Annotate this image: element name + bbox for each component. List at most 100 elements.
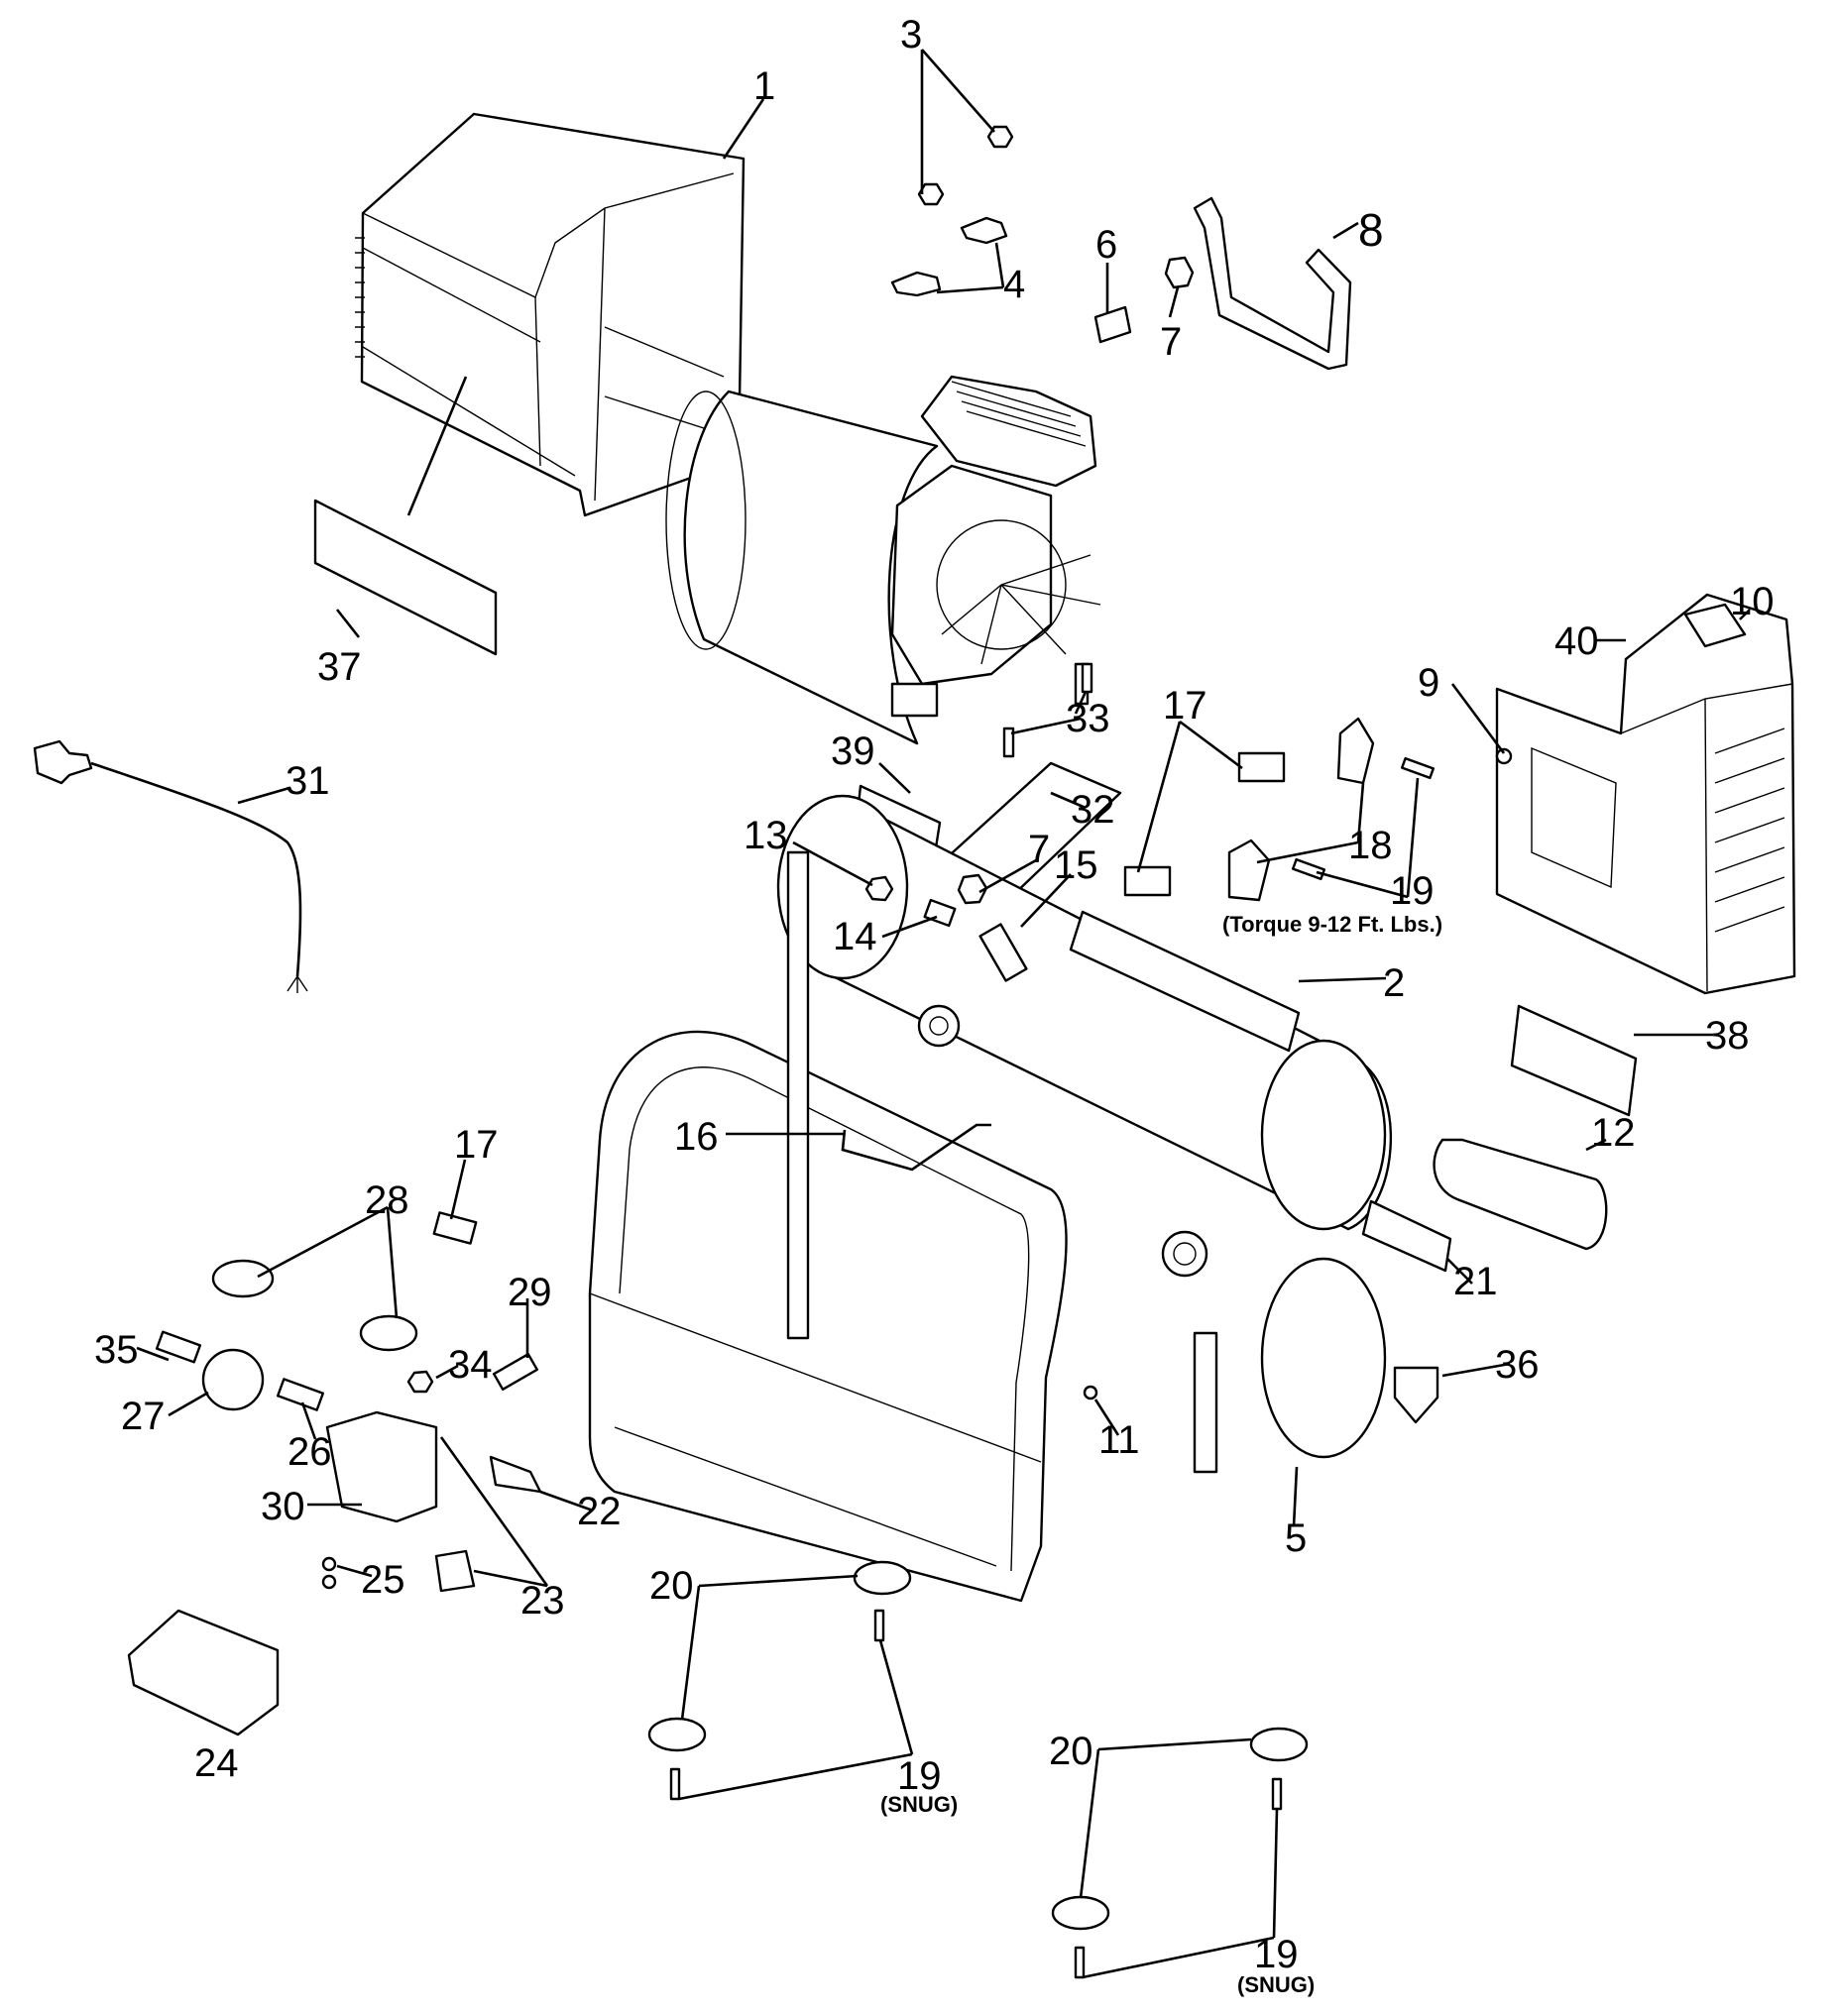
- power-cord-part-31: [33, 739, 308, 993]
- bolt-part-19c: [873, 1609, 885, 1642]
- torque-note: (Torque 9-12 Ft. Lbs.): [1222, 912, 1442, 937]
- callout-18: 18: [1348, 824, 1393, 867]
- tube-part-16: [841, 1123, 991, 1172]
- callout-24: 24: [194, 1741, 239, 1785]
- clip-part-4: [890, 216, 1008, 297]
- foot-part-20a: [853, 1560, 912, 1596]
- callout-15: 15: [1054, 843, 1098, 887]
- callout-33: 33: [1066, 697, 1110, 740]
- foot-part-20c: [1249, 1727, 1309, 1762]
- nut-part-7b: [957, 873, 988, 905]
- cover-part-24: [127, 1609, 280, 1736]
- callout-16: 16: [674, 1115, 719, 1159]
- gauge-cap-part-28a: [211, 1259, 275, 1298]
- fitting-part-23: [434, 1549, 476, 1593]
- screw-part-33b: [1081, 662, 1093, 694]
- foot-part-20d: [1051, 1895, 1110, 1931]
- callout-36: 36: [1495, 1343, 1540, 1387]
- bolt-part-19e: [1271, 1777, 1283, 1811]
- bolt-part-19a: [1400, 756, 1436, 780]
- callout-34: 34: [448, 1343, 493, 1387]
- callout-23: 23: [520, 1579, 565, 1623]
- nipple-part-29: [492, 1353, 539, 1391]
- gauge-cap-part-28b: [359, 1314, 418, 1352]
- callout-28: 28: [365, 1178, 409, 1222]
- callout-20a: 20: [649, 1564, 694, 1608]
- fitting-part-35: [155, 1330, 202, 1364]
- bracket-part-18b: [1227, 839, 1271, 902]
- callout-12: 12: [1591, 1111, 1636, 1155]
- frame-part-5: [588, 850, 1218, 1603]
- pad-part-17a: [1237, 751, 1286, 783]
- nut-part-34: [406, 1370, 434, 1394]
- callout-35: 35: [94, 1328, 139, 1372]
- screw-part-33: [1002, 727, 1015, 758]
- screw-part-9: [1495, 747, 1513, 765]
- callout-25: 25: [361, 1558, 405, 1602]
- callout-4: 4: [1003, 263, 1025, 306]
- tank-lower: [1161, 1230, 1387, 1459]
- nut-part-13: [864, 875, 894, 902]
- coupler-part-22: [489, 1455, 542, 1494]
- snug-note-a: (SNUG): [880, 1792, 958, 1817]
- label-part-37: [313, 499, 498, 656]
- shroud-part-10: [1495, 593, 1796, 995]
- fitting-part-6: [1093, 305, 1132, 344]
- tank-upper: [776, 794, 1393, 1231]
- callout-20b: 20: [1049, 1730, 1093, 1773]
- gauge-part-27: [201, 1348, 265, 1411]
- callout-5: 5: [1285, 1516, 1307, 1560]
- pad-part-17b: [1123, 865, 1172, 897]
- nipple-part-26: [276, 1378, 325, 1411]
- callout-32: 32: [1071, 788, 1115, 832]
- callout-22: 22: [577, 1490, 622, 1533]
- grip-part-12: [1433, 1138, 1608, 1251]
- callout-27: 27: [121, 1395, 166, 1438]
- screw-part-25a: [321, 1556, 337, 1572]
- motor-pump: [665, 375, 1101, 745]
- callout-17a: 17: [1163, 684, 1207, 728]
- callout-7b: 7: [1028, 828, 1050, 871]
- tube-part-8: [1193, 196, 1352, 371]
- callout-1: 1: [753, 64, 775, 108]
- callout-2: 2: [1383, 961, 1405, 1005]
- callout-19c: 19: [1254, 1933, 1299, 1976]
- nut-part-3: [917, 125, 1014, 206]
- callout-40: 40: [1554, 619, 1599, 663]
- callout-19b: 19: [897, 1754, 942, 1798]
- leader-lines: [136, 49, 1751, 1979]
- foot-part-20b: [647, 1717, 707, 1752]
- bracket-part-18a: [1336, 717, 1375, 785]
- callout-19a: 19: [1390, 869, 1435, 913]
- callout-30: 30: [261, 1485, 305, 1528]
- label-part-21: [1361, 1199, 1452, 1273]
- callout-3: 3: [900, 13, 922, 56]
- label-part-38: [1510, 1004, 1638, 1117]
- callout-11: 11: [1098, 1418, 1140, 1462]
- bolt-part-19d: [669, 1767, 681, 1801]
- screw-part-25b: [321, 1574, 337, 1590]
- callout-8: 8: [1358, 204, 1384, 256]
- switch-part-30: [325, 1410, 438, 1523]
- valve-part-15: [978, 923, 1028, 982]
- callout-29: 29: [508, 1271, 552, 1314]
- callout-numbers: 1 2 3 4 5 6 7 7 8 9 10 11 12 13 14 15 16…: [94, 13, 1775, 1997]
- callout-31: 31: [286, 759, 330, 803]
- pad-part-17c: [432, 1211, 478, 1245]
- callout-39: 39: [831, 729, 875, 773]
- callout-26: 26: [287, 1430, 332, 1474]
- shroud-part-1: [355, 112, 746, 517]
- callout-21: 21: [1453, 1260, 1498, 1303]
- callout-13: 13: [744, 814, 788, 857]
- callout-38: 38: [1705, 1014, 1750, 1058]
- callout-17b: 17: [454, 1123, 499, 1167]
- callout-6: 6: [1095, 223, 1117, 267]
- shroud-vents: [355, 237, 365, 358]
- callout-9: 9: [1418, 661, 1439, 705]
- label-part-2: [1069, 910, 1301, 1053]
- callout-7a: 7: [1160, 320, 1182, 364]
- drain-valve-part-11: [1083, 1385, 1098, 1400]
- bolt-part-19b: [1291, 857, 1326, 881]
- snug-note-b: (SNUG): [1237, 1972, 1315, 1997]
